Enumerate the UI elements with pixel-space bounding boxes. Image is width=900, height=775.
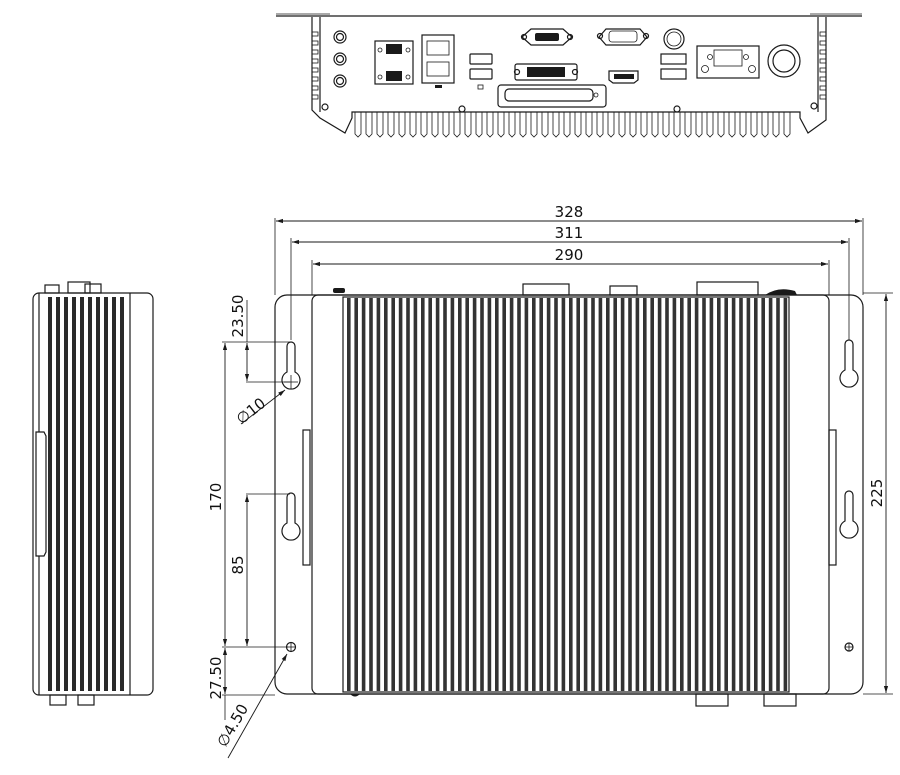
dim-23-50: 23.50 [229, 295, 247, 338]
serial-port [596, 28, 650, 46]
dim-85: 85 [229, 555, 247, 574]
keyhole-right-mid [839, 490, 859, 539]
dc-power-terminal [696, 45, 760, 79]
dimensions: 328 311 290 225 23.50 170 85 27.50 ∅10 ∅… [207, 203, 893, 759]
dim-328: 328 [555, 203, 584, 221]
side-view [32, 281, 154, 706]
vga-port [520, 28, 574, 46]
dim-diameter-10: ∅10 [233, 394, 269, 428]
side-fins [48, 297, 124, 691]
rj45-dual-lan [421, 34, 455, 88]
expansion-slot [497, 84, 607, 108]
dim-170: 170 [207, 483, 225, 512]
usb-pair-2 [660, 53, 687, 80]
top-view [274, 281, 864, 707]
terminal-block-dual [374, 40, 414, 85]
ps2-port [663, 28, 685, 50]
dim-225: 225 [868, 479, 886, 508]
dim-27-50: 27.50 [207, 657, 225, 700]
keyhole-right-top [839, 339, 859, 388]
left-vent-slots [311, 31, 319, 100]
power-button [767, 44, 801, 78]
front-fins [354, 112, 791, 138]
hdmi-port [608, 70, 639, 84]
keyhole-left-mid [281, 492, 301, 541]
screw-hole-right [844, 642, 854, 652]
dim-290: 290 [555, 246, 584, 264]
antenna-connectors [333, 30, 347, 88]
dim-311: 311 [555, 224, 584, 242]
usb-pair-1 [469, 53, 493, 90]
front-io-view [276, 13, 862, 138]
right-vent-slots [819, 31, 827, 100]
top-fins [347, 298, 788, 691]
dvi-port [513, 63, 579, 81]
